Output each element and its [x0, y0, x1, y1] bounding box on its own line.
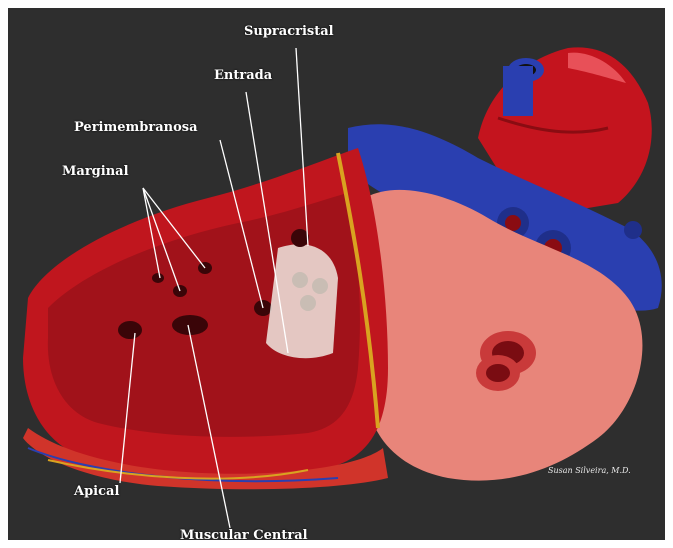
heart-illustration — [8, 8, 665, 540]
label-marginal: Marginal — [62, 164, 129, 179]
marginal-defect — [152, 273, 164, 283]
label-supracristal: Supracristal — [244, 24, 334, 39]
label-perimembranosa: Perimembranosa — [74, 120, 198, 135]
apical-defect — [118, 321, 142, 339]
label-apical: Apical — [74, 484, 119, 499]
ventricle — [23, 148, 388, 489]
illustration-frame: Supracristal Entrada Perimembranosa Marg… — [8, 8, 665, 540]
artist-credit: Susan Silveira, M.D. — [548, 466, 631, 475]
label-entrada: Entrada — [214, 68, 272, 83]
label-muscular-central: Muscular Central — [180, 528, 308, 540]
supracristal-defect — [291, 229, 309, 247]
